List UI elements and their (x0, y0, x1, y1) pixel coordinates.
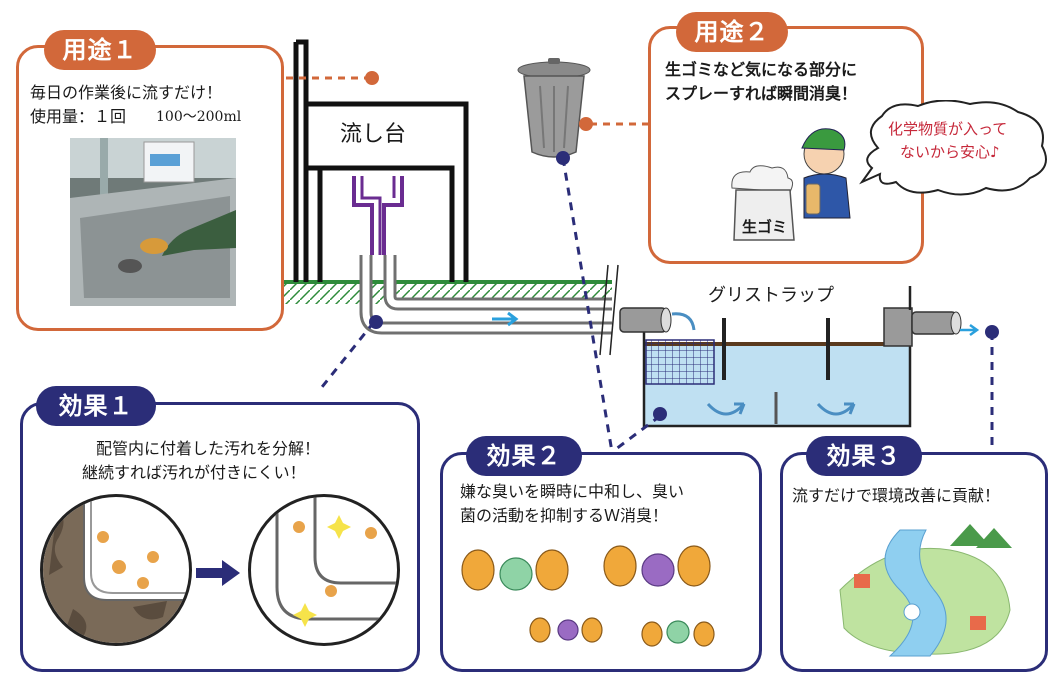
river-landscape-illustration (839, 524, 1012, 657)
connector-dots (365, 71, 999, 421)
sink-structure (293, 39, 469, 282)
effect3-badge: 効果３ (806, 436, 922, 476)
effect1-line1: 配管内に付着した汚れを分解！ (96, 439, 321, 458)
effect2-line2: 菌の活動を抑制するＷ消臭！ (460, 506, 669, 525)
effect3-line1: 流すだけで環境改善に貢献！ (792, 486, 1001, 505)
pipe-before-view (40, 494, 192, 646)
bubble-line1: 化学物質が入って (888, 120, 1008, 138)
connector-lines (286, 76, 994, 454)
usage1-amount: 100〜200ml (156, 109, 242, 125)
effect2-badge: 効果２ (466, 436, 582, 476)
usage1-line1: 毎日の作業後に流すだけ！ (30, 83, 223, 102)
usage2-line1: 生ゴミなど気になる部分に (665, 60, 858, 79)
grease-trap-label: グリストラップ (708, 285, 834, 306)
flow-arrow (492, 311, 519, 327)
speech-bubble (859, 100, 1047, 196)
grease-trap (619, 286, 980, 428)
pipe-after-view (248, 494, 400, 646)
bubble-line2: ないから安心♪ (900, 143, 1000, 161)
usage2-badge: 用途２ (676, 12, 788, 52)
bacteria-illustration (461, 545, 715, 647)
worker-illustration (731, 128, 851, 241)
trash-can-icon (517, 58, 591, 158)
sink-label: 流し台 (340, 122, 407, 147)
before-after-arrow-icon (196, 560, 240, 586)
usage1-badge: 用途１ (44, 30, 156, 70)
effect2-line1: 嫌な臭いを瞬時に中和し、臭い (460, 482, 685, 501)
effect1-badge: 効果１ (36, 386, 156, 426)
garbage-bag-label: 生ゴミ (742, 218, 788, 236)
usage2-line2: スプレーすれば瞬間消臭！ (665, 84, 858, 103)
sink-photo (70, 138, 236, 306)
effect1-line2: 継続すれば汚れが付きにくい！ (82, 463, 306, 482)
usage1-line2-prefix: 使用量：１回 (30, 107, 127, 126)
